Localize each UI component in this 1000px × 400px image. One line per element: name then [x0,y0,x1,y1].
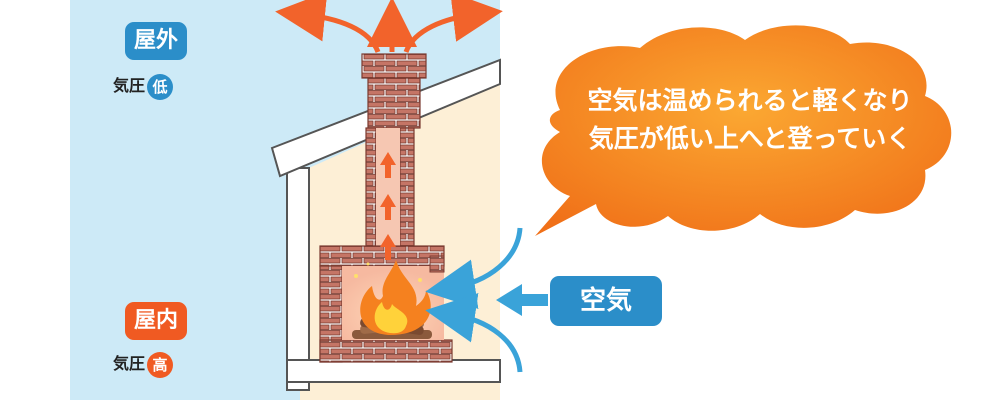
flue-wall-left [365,127,377,247]
outside-pressure: 気圧低 [113,72,174,100]
callout-line-1: 空気は温められると軽くなり [587,86,913,115]
fireplace-top [319,245,445,267]
chimney-cap [361,53,427,79]
fireplace-base [319,339,453,363]
inside-pressure-label: 気圧 [113,354,146,373]
flue-interior [376,128,400,246]
chimney-top [367,77,421,129]
fire-flame-icon [354,260,431,336]
outside-label: 屋外 [125,22,187,60]
house-floor [286,359,501,383]
flue-wall-right [399,127,415,247]
speech-bubble [535,25,952,236]
inside-label: 屋内 [125,302,187,340]
fireplace-corner [429,255,445,273]
flue-up-arrows [380,152,396,260]
exhaust-arrows [275,0,503,54]
inside-pressure: 気圧高 [113,350,174,378]
outside-pressure-label: 気圧 [113,76,146,95]
house-wall [286,167,310,391]
callout-line-2: 気圧が低い上へと登っていく [588,124,912,153]
inside-pressure-badge: 高 [147,351,174,378]
air-label: 空気 [550,276,662,326]
outside-pressure-badge: 低 [147,73,174,100]
air-intake-arrows [425,227,523,373]
air-arrow-icon [496,284,548,316]
callout-text: 空気は温められると軽くなり 気圧が低い上へと登っていく [540,82,960,158]
